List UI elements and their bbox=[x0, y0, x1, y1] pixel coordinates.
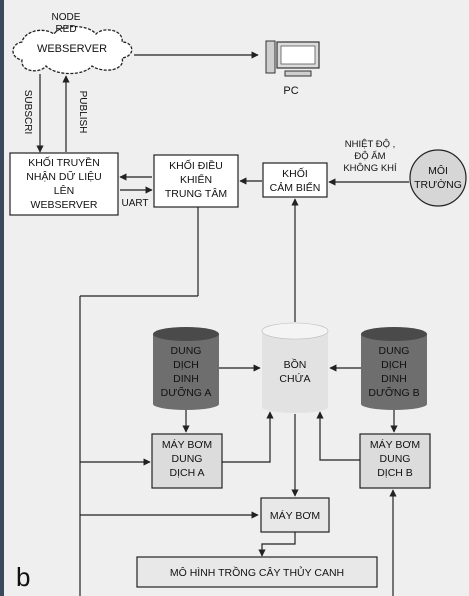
hydroponic-model-block bbox=[136, 556, 378, 588]
sensor-line1: KHỐI bbox=[282, 166, 308, 180]
data-transfer-line1: KHỐI TRUYỀN bbox=[28, 155, 100, 169]
sensor-line2: CẢM BIẾN bbox=[270, 181, 321, 194]
central-control-line1: KHỐI ĐIỀU bbox=[169, 158, 223, 172]
pump-b-line3: DỊCH B bbox=[377, 467, 413, 479]
pump-b-line2: DUNG bbox=[380, 453, 411, 465]
nutrient-a-line2: DỊCH bbox=[173, 359, 199, 371]
storage-body bbox=[262, 331, 328, 407]
central-control-line3: TRUNG TÂM bbox=[165, 187, 227, 200]
nutrient-a-line1: DUNG bbox=[171, 345, 202, 357]
left-edge-strip bbox=[0, 0, 4, 596]
nutrient-b-line4: DƯỠNG B bbox=[368, 386, 419, 399]
nutrient-b-bottom bbox=[361, 398, 427, 410]
panel-label: b bbox=[16, 562, 30, 592]
pc-label: PC bbox=[283, 85, 298, 97]
nutrient-b-top bbox=[361, 327, 427, 341]
arrow-pump-to-model bbox=[258, 532, 296, 557]
pump-b-block bbox=[359, 433, 431, 489]
nutrient-a-tank bbox=[153, 327, 219, 410]
pc-keyboard bbox=[284, 70, 312, 77]
cloud-shape bbox=[12, 25, 133, 75]
data-transfer-line3: LÊN bbox=[54, 184, 74, 197]
subscribe-label: SUBSCRI bbox=[22, 90, 33, 134]
nutrient-b-body bbox=[361, 334, 427, 404]
env-params-line3: KHÔNG KHÍ bbox=[343, 163, 397, 174]
pc-tower bbox=[265, 40, 276, 74]
main-pump-block bbox=[260, 497, 330, 533]
storage-top bbox=[261, 322, 329, 340]
node-red-line1: NODE bbox=[52, 12, 81, 23]
storage-bottom bbox=[262, 401, 328, 413]
storage-line2: CHỨA bbox=[279, 372, 310, 385]
nutrient-a-top bbox=[153, 327, 219, 341]
pc-icon bbox=[265, 40, 320, 77]
nutrient-b-line1: DUNG bbox=[379, 345, 410, 357]
uart-label: UART bbox=[121, 198, 148, 209]
main-pump-label: MÁY BƠM bbox=[270, 509, 320, 522]
data-transfer-line4: WEBSERVER bbox=[31, 199, 98, 211]
central-control-line2: KHIỂN bbox=[180, 173, 212, 186]
pump-a-line2: DUNG bbox=[172, 453, 203, 465]
nutrient-a-line3: DINH bbox=[173, 373, 199, 385]
env-params-line2: ĐỘ ẨM bbox=[354, 150, 385, 162]
arrow-pump-a-to-tank bbox=[222, 411, 274, 463]
pump-a-block bbox=[151, 433, 223, 489]
pump-a-line1: MÁY BƠM bbox=[162, 438, 212, 451]
pump-a-line3: DỊCH A bbox=[169, 467, 204, 479]
sensor-block bbox=[262, 162, 328, 198]
publish-label: PUBLISH bbox=[77, 91, 88, 134]
storage-tank bbox=[261, 322, 329, 413]
data-transfer-line2: NHẬN DỮ LIỆU bbox=[26, 170, 101, 183]
nutrient-b-line3: DINH bbox=[381, 373, 407, 385]
nutrient-a-body bbox=[153, 334, 219, 404]
environment-line1: MÔI bbox=[428, 164, 448, 177]
webserver-cloud: WEBSERVER bbox=[12, 25, 133, 75]
pc-screen bbox=[280, 45, 316, 65]
nutrient-a-line4: DƯỠNG A bbox=[161, 386, 212, 399]
nutrient-b-line2: DỊCH bbox=[381, 359, 407, 371]
environment-circle bbox=[409, 149, 467, 207]
nutrient-a-bottom bbox=[153, 398, 219, 410]
hydroponic-model-label: MÔ HÌNH TRỒNG CÂY THỦY CANH bbox=[170, 566, 344, 579]
arrow-pump-b-to-tank bbox=[316, 411, 360, 461]
storage-line1: BỒN bbox=[284, 358, 307, 371]
node-red-line2: RED bbox=[55, 24, 76, 35]
nutrient-b-tank bbox=[361, 327, 427, 410]
data-transfer-block bbox=[9, 152, 119, 216]
environment-line2: TRƯỜNG bbox=[414, 178, 462, 191]
central-control-block bbox=[153, 154, 239, 208]
webserver-label: WEBSERVER bbox=[37, 43, 107, 55]
pump-b-line1: MÁY BƠM bbox=[370, 438, 420, 451]
env-params-line1: NHIỆT ĐỘ , bbox=[345, 139, 396, 150]
